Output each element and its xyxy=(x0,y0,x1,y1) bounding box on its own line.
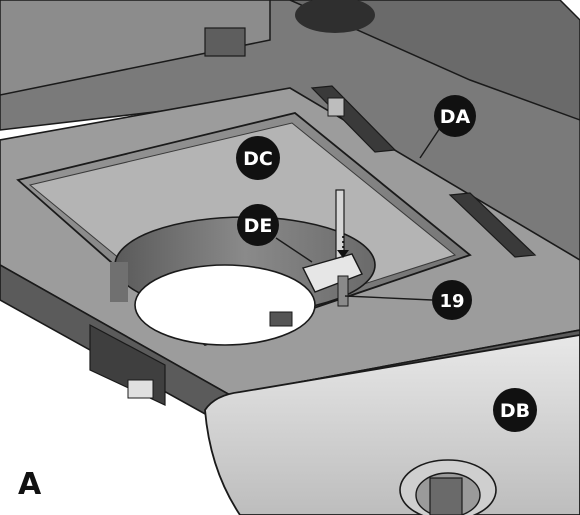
igniter-assembly xyxy=(269,189,363,327)
callout-dc: DC xyxy=(236,136,280,180)
svg-text:DE: DE xyxy=(244,215,273,237)
grill-body-back xyxy=(0,0,580,331)
svg-text:DA: DA xyxy=(440,106,471,128)
svg-text:DB: DB xyxy=(500,400,530,422)
leader-da xyxy=(419,127,441,159)
callout-db: DB xyxy=(493,388,537,432)
leader-19 xyxy=(344,295,433,301)
svg-text:19: 19 xyxy=(439,291,464,312)
leader-lines xyxy=(275,127,441,301)
svg-text:DC: DC xyxy=(243,148,273,170)
callout-de: DE xyxy=(237,204,279,246)
panel-label: A xyxy=(18,467,42,502)
leader-de xyxy=(275,237,313,263)
callout-da: DA xyxy=(434,95,476,137)
callout-19: 19 xyxy=(432,280,472,320)
control-panel-db xyxy=(204,334,580,515)
